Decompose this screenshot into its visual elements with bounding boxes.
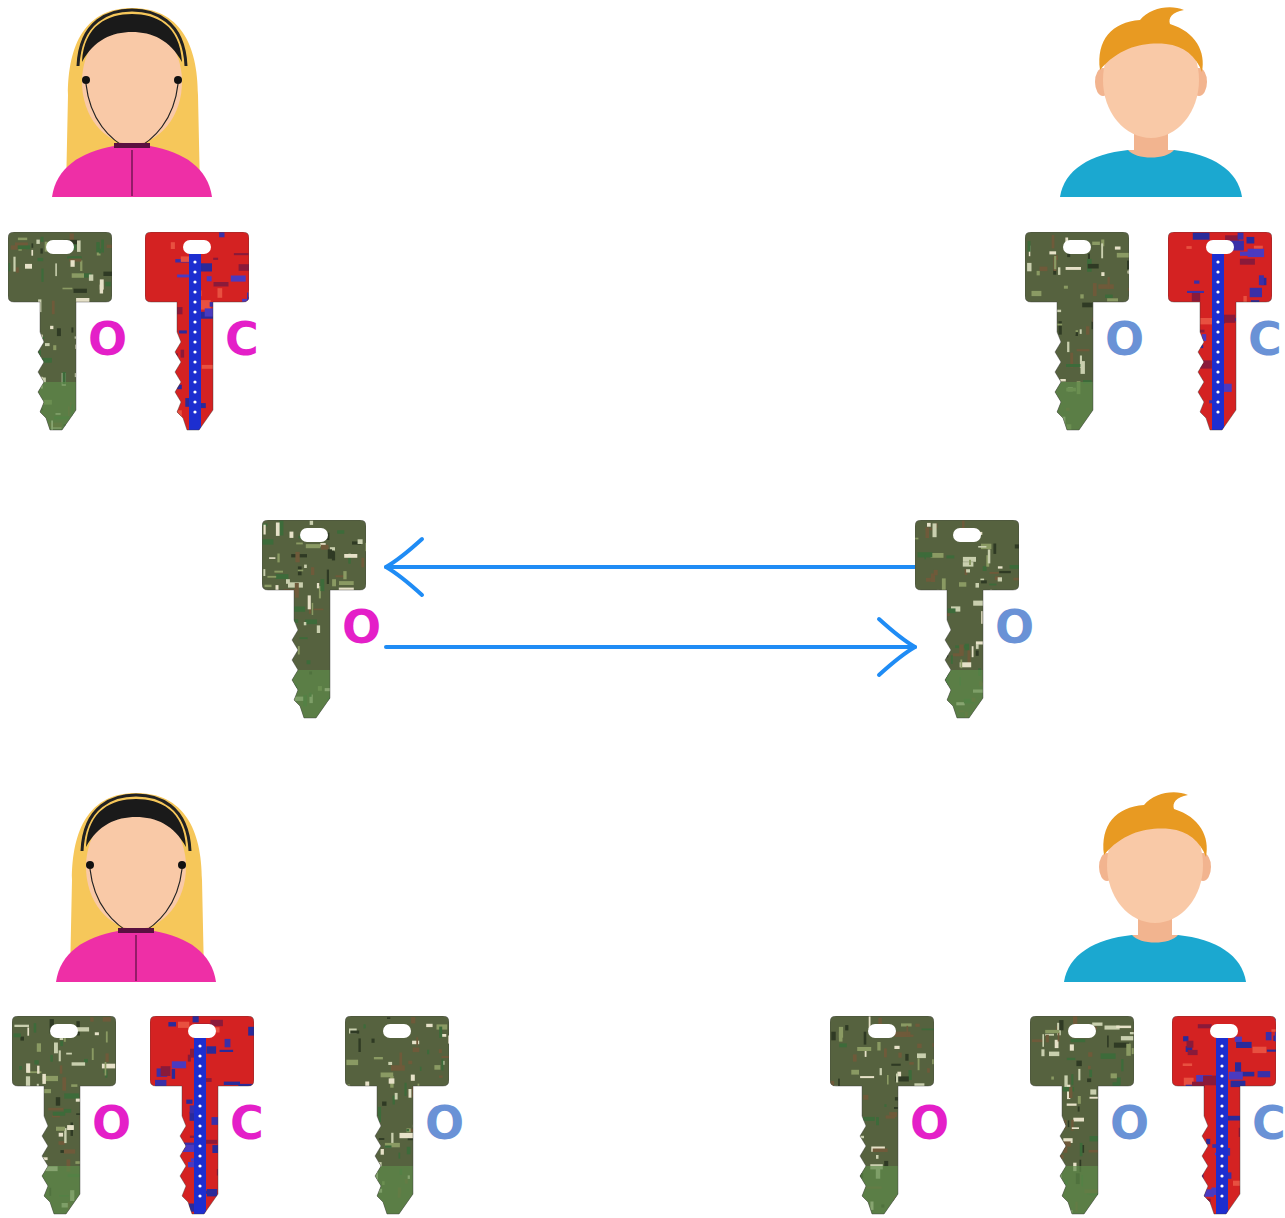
open-key: O: [8, 232, 132, 432]
key-label: O: [92, 1100, 131, 1146]
open-key: O: [345, 1016, 469, 1216]
key-label: O: [1110, 1100, 1149, 1146]
open-key: O: [12, 1016, 136, 1216]
open-key: O: [1030, 1016, 1154, 1216]
open-key: O: [262, 520, 386, 720]
open-key: O: [830, 1016, 954, 1216]
exchange-arrow: [386, 619, 915, 675]
key-label: C: [1248, 316, 1282, 362]
key-label: O: [1105, 316, 1144, 362]
exchange-arrow: [386, 539, 915, 595]
closed-key: C: [145, 232, 269, 432]
key-label: C: [225, 316, 259, 362]
closed-key: C: [150, 1016, 274, 1216]
woman-figure: [52, 8, 212, 197]
key-label: C: [1252, 1100, 1285, 1146]
man-figure: [1060, 7, 1242, 197]
man-figure: [1064, 792, 1246, 982]
key-label: C: [230, 1100, 264, 1146]
woman-figure: [56, 793, 216, 982]
key-label: O: [425, 1100, 464, 1146]
open-key: O: [915, 520, 1039, 720]
key-label: O: [88, 316, 127, 362]
key-label: O: [995, 604, 1034, 650]
closed-key: C: [1172, 1016, 1285, 1216]
key-label: O: [342, 604, 381, 650]
closed-key: C: [1168, 232, 1285, 432]
key-label: O: [910, 1100, 949, 1146]
open-key: O: [1025, 232, 1149, 432]
